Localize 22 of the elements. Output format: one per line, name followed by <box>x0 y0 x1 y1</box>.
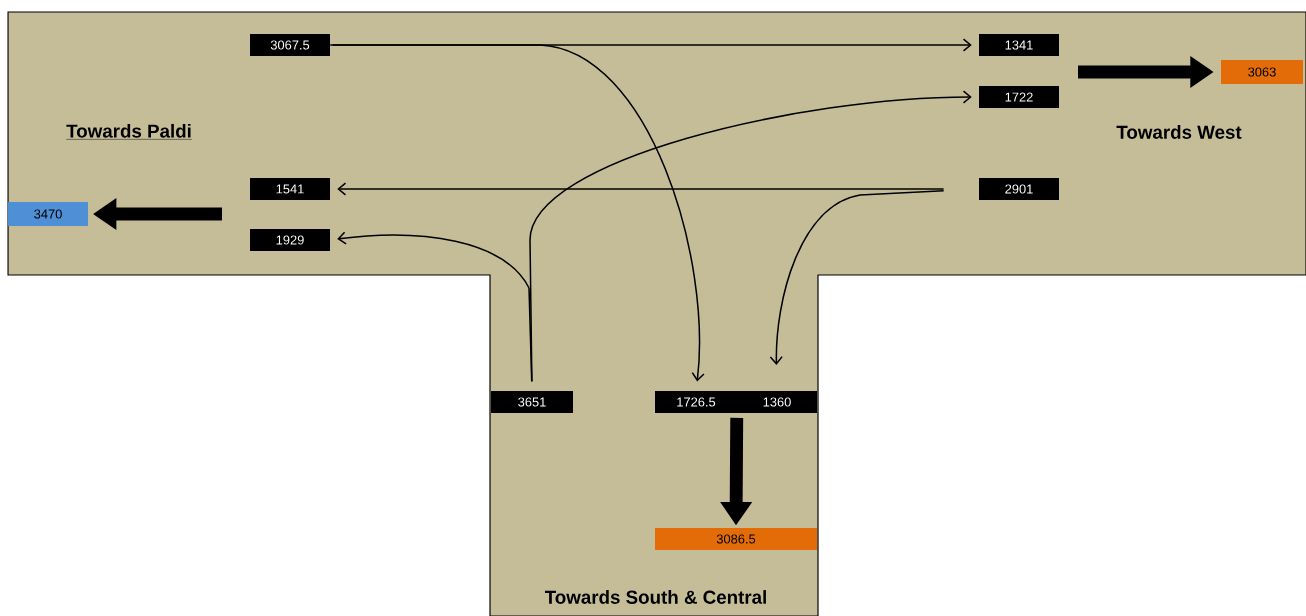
arrow <box>337 231 533 383</box>
node-label: 1360 <box>763 397 791 407</box>
arrow <box>529 90 972 383</box>
total-box: 3470 <box>8 202 88 226</box>
arrow <box>337 182 945 196</box>
value-box: 3067.5 <box>250 34 330 56</box>
value-box: 1541 <box>250 178 330 200</box>
value-box: 1360 <box>737 391 817 413</box>
total-box: 3063 <box>1221 60 1303 84</box>
node-label: 1726.5 <box>677 397 716 407</box>
value-box: 1726.5 <box>655 391 737 413</box>
value-box: 1929 <box>250 229 330 251</box>
direction-label: Towards West <box>1116 125 1242 139</box>
value-box: 1722 <box>979 86 1059 108</box>
value-box: 1341 <box>979 34 1059 56</box>
total-box: 3086.5 <box>655 528 817 550</box>
arrow <box>769 190 945 365</box>
value-box: 3651 <box>491 391 573 413</box>
direction-label: Towards Paldi <box>65 123 193 140</box>
arrow <box>329 44 705 382</box>
direction-label: Towards South & Central <box>544 590 766 604</box>
value-box: 2901 <box>979 178 1059 200</box>
